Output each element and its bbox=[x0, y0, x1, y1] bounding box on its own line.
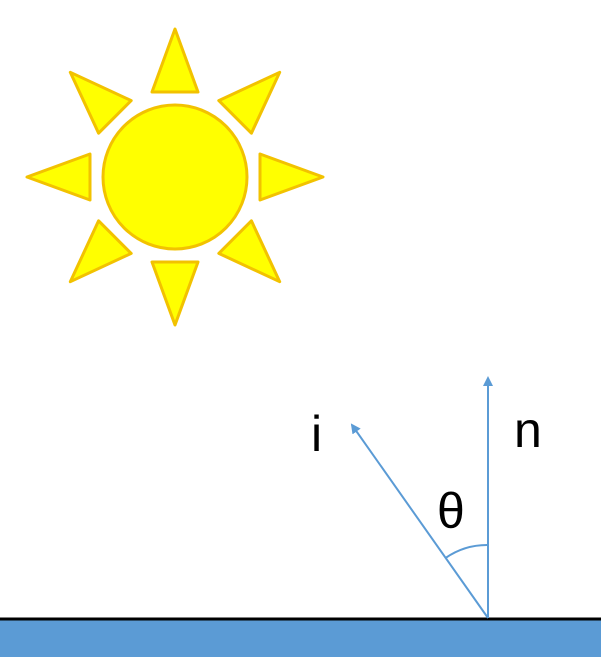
surface bbox=[0, 617, 601, 657]
sun-rays bbox=[25, 27, 325, 327]
sun-ray bbox=[217, 70, 282, 135]
sun-ray bbox=[150, 27, 200, 94]
incident-vector bbox=[350, 423, 489, 619]
sun-ray bbox=[258, 152, 325, 202]
sun-ray bbox=[217, 219, 282, 284]
sun-ray bbox=[25, 152, 92, 202]
normal-label: n bbox=[514, 402, 542, 458]
surface-fill bbox=[0, 619, 601, 657]
sun-disc bbox=[101, 103, 249, 251]
sun-ray bbox=[68, 70, 133, 135]
sun-ray bbox=[150, 260, 200, 327]
angle-label: θ bbox=[437, 483, 465, 539]
sun-icon bbox=[25, 27, 325, 327]
angle-arc bbox=[444, 543, 489, 559]
sun-ray bbox=[68, 219, 133, 284]
incident-label: i bbox=[311, 406, 322, 462]
